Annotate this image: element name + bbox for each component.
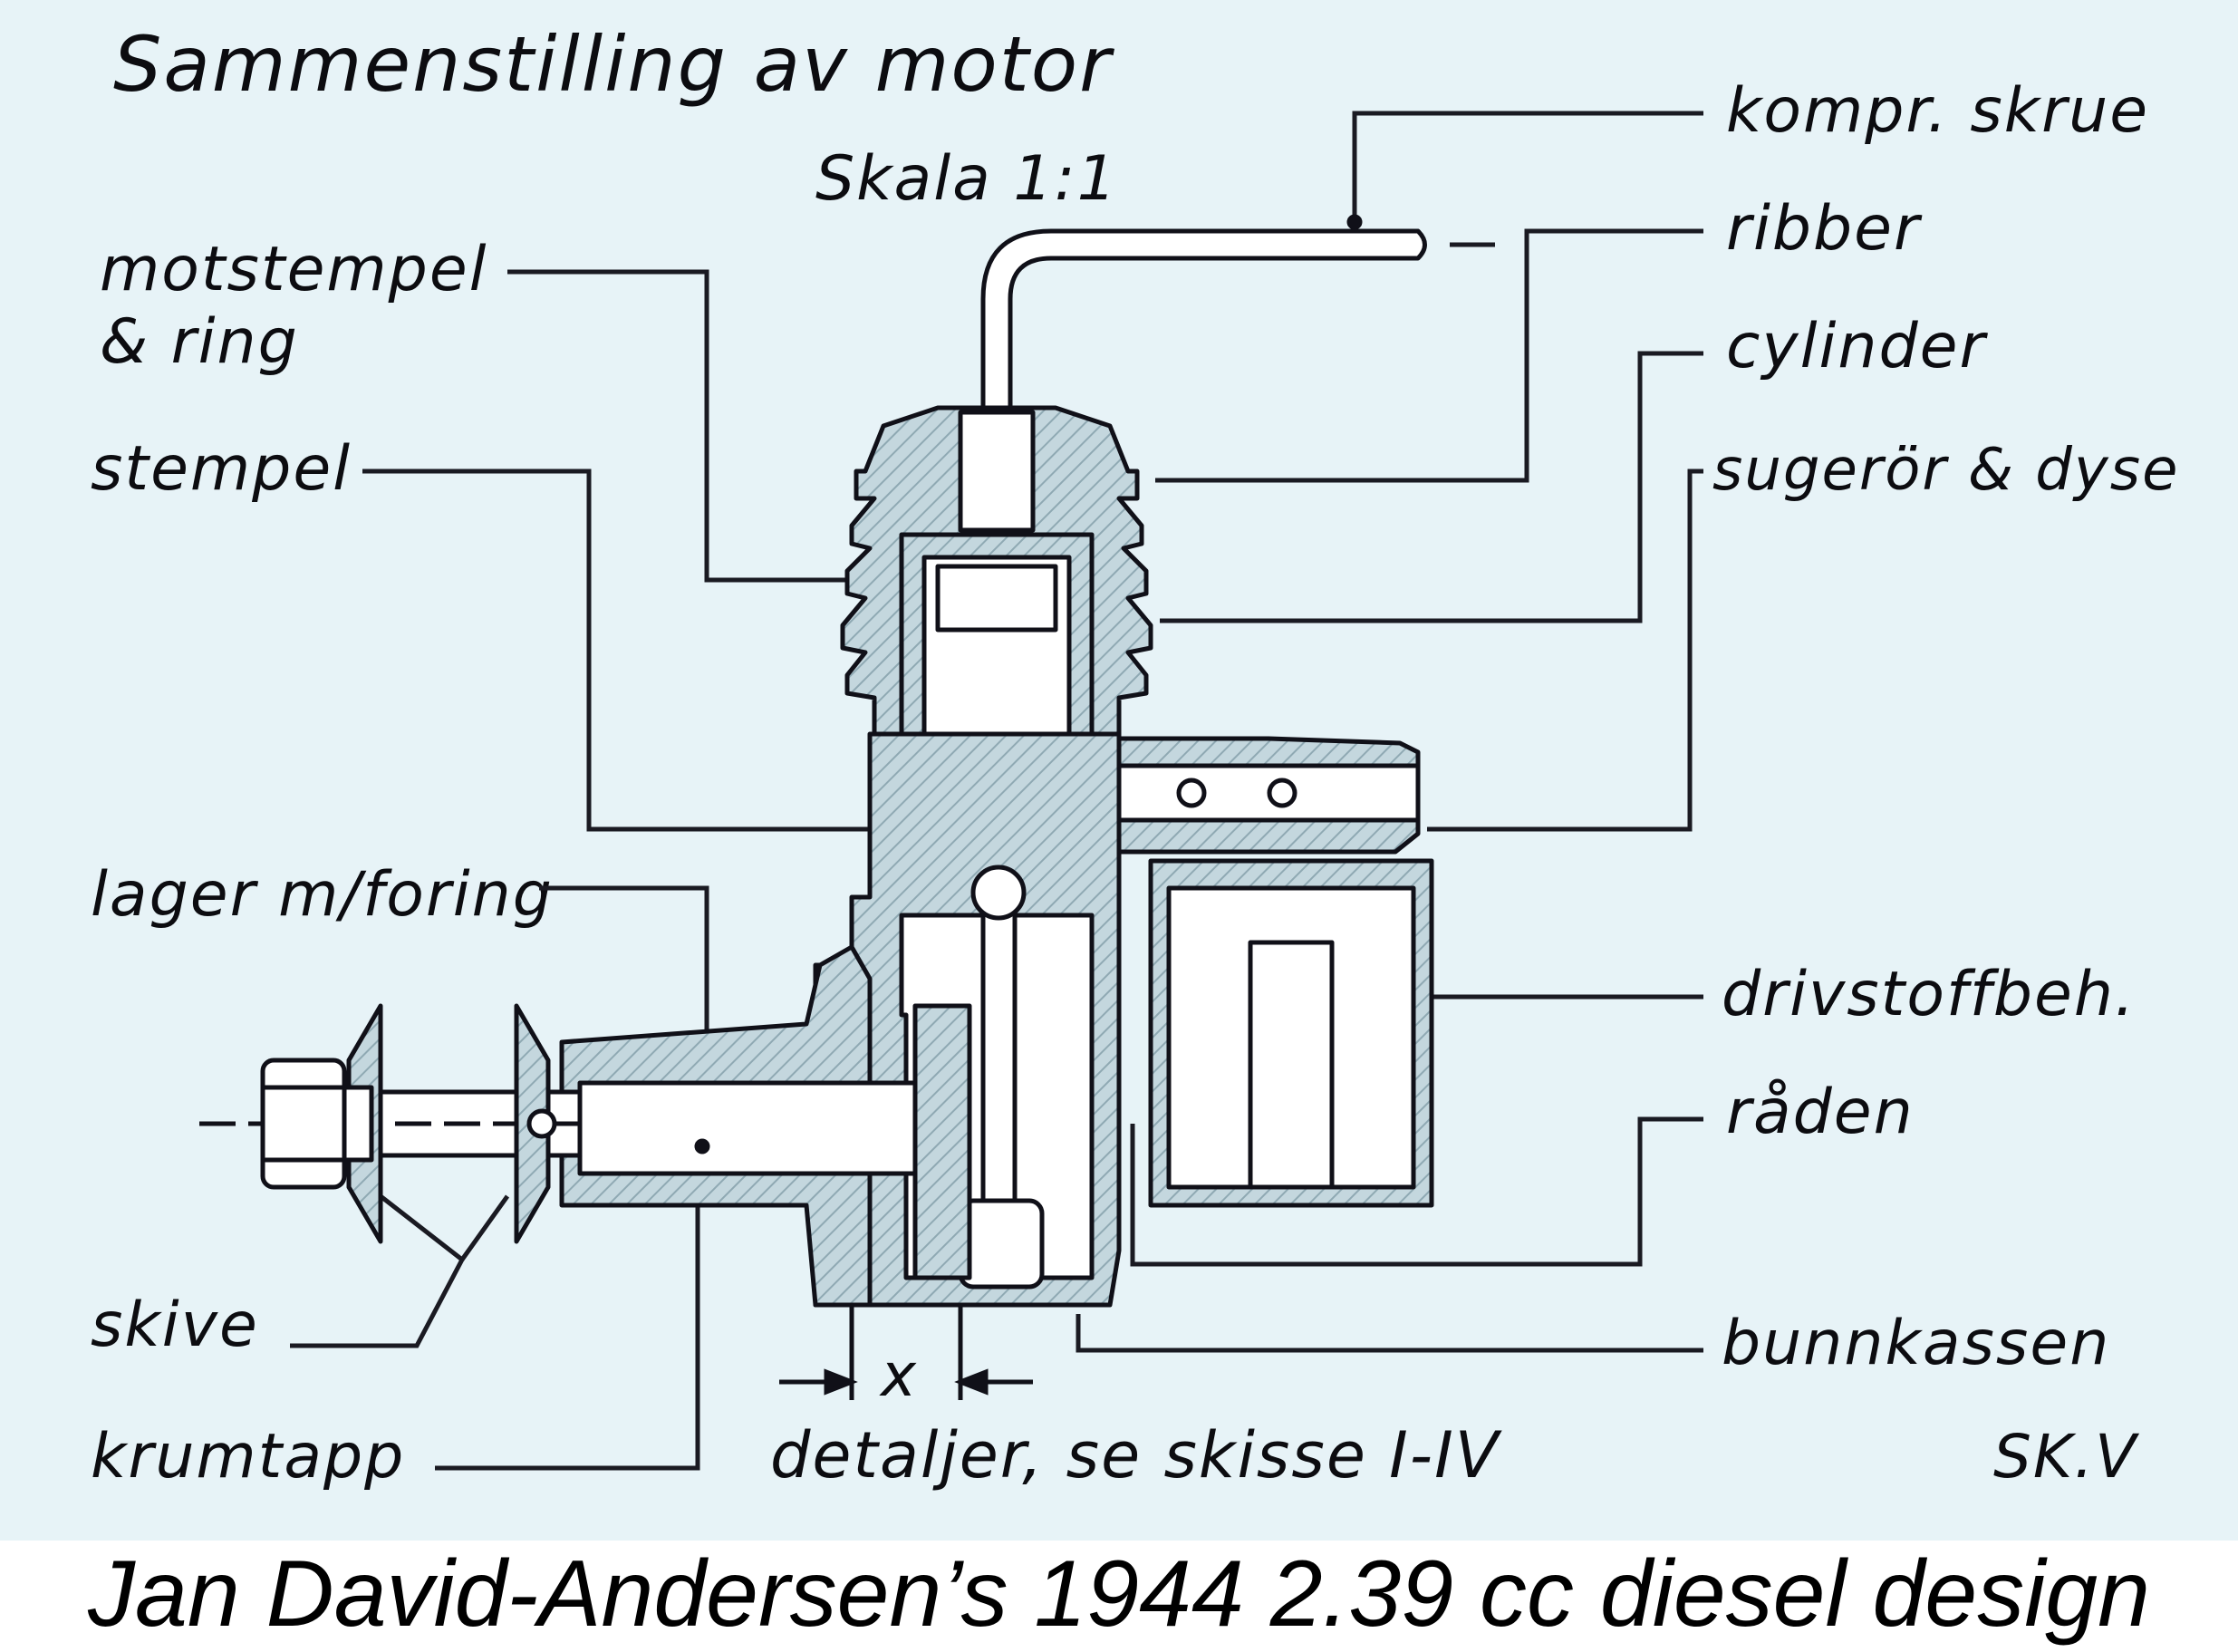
compression-screw-mark [1346,214,1363,230]
prop-nut [260,1058,347,1190]
label-ribber: ribber [1726,193,1923,265]
crank-web [958,1198,1045,1290]
note-detaljer: detaljer, se skisse I-IV [770,1418,1502,1493]
dimension-x: x [879,1340,917,1410]
figure-caption: Jan David-Andersen’s 1944 2.39 cc diesel… [88,1541,2150,1647]
label-krumtapp: krumtapp [91,1421,405,1493]
label-kompr-skrue: kompr. skrue [1726,75,2149,147]
label-skive: skive [91,1290,259,1361]
label-motstempel: motstempel [100,234,488,305]
compression-screw [980,228,1427,408]
sheet-number: SK.V [1993,1422,2139,1492]
crank-disc [912,1003,972,1280]
nut-washer [342,1085,374,1163]
label-stempel: stempel [91,433,352,505]
dimension-x-marks [779,1305,1033,1400]
label-lager: lager m/foring [91,859,554,931]
combustion-head [958,410,1036,533]
scale-label: Skala 1:1 [815,143,1118,215]
tank-filler [1248,940,1335,1190]
jet-hole-1 [1176,778,1207,808]
label-sugeror: sugerör & dyse [1712,437,2180,504]
engine-body [199,214,1434,1308]
engine-assembly-drawing: Sammenstilling av motor Skala 1:1 motste… [0,0,2238,1541]
label-cylinder: cylinder [1726,311,1989,382]
drawing-title: Sammenstilling av motor [113,20,1114,109]
label-drivstoffbeh: drivstoffbeh. [1722,959,2137,1030]
wrist-pin [970,865,1027,921]
contra-piston [935,564,1058,633]
drive-pin [526,1108,557,1139]
crankshaft [577,1080,918,1176]
jet-hole-2 [1267,778,1297,808]
con-rod [980,903,1018,1217]
label-bunnkassen: bunnkassen [1722,1308,2110,1379]
bearing-center-mark [694,1138,710,1154]
label-ring: & ring [100,306,299,378]
label-raden: råden [1726,1077,1915,1148]
leader-lines [290,111,1703,1471]
